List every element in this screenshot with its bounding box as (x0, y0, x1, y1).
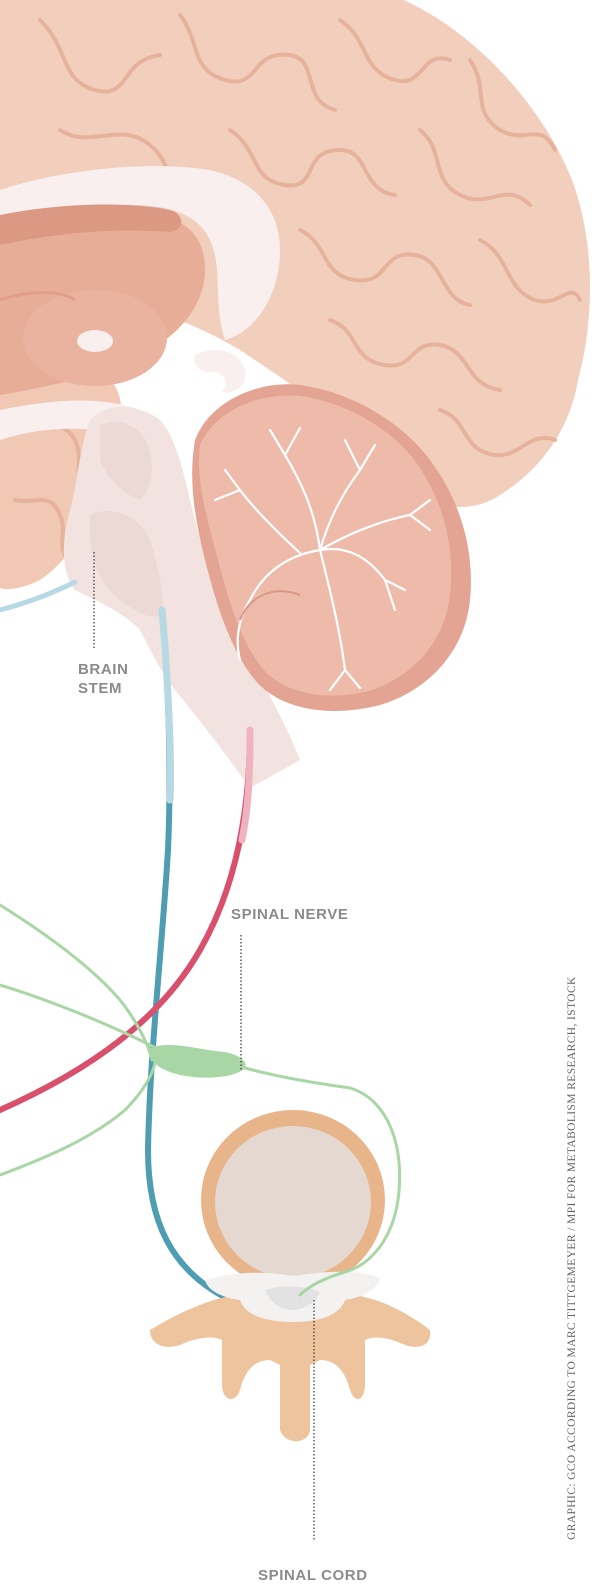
brain-stem-label-line1: BRAIN (78, 660, 129, 679)
brain-stem-label: BRAIN STEM (78, 660, 129, 698)
graphic-credit: GRAPHIC: GCO ACCORDING TO MARC TITTGEMEY… (566, 976, 578, 1540)
spinal-nerve-ganglion (150, 1045, 246, 1078)
spinal-cord-label: SPINAL CORD (258, 1566, 368, 1585)
spinal-nerve-label: SPINAL NERVE (231, 905, 349, 924)
brain-stem-label-line2: STEM (78, 679, 129, 698)
